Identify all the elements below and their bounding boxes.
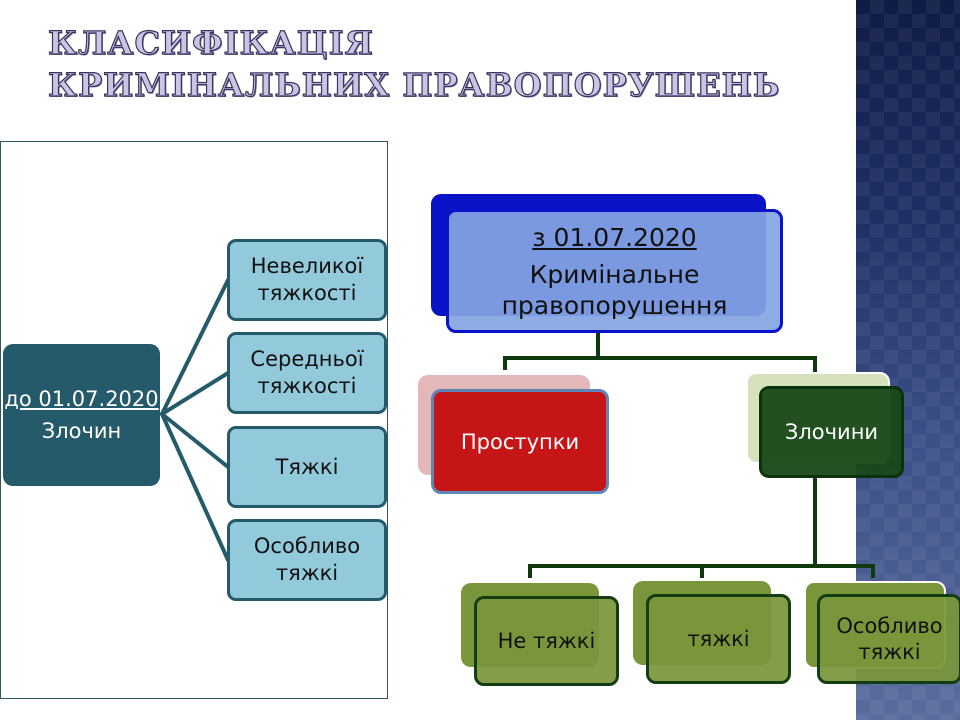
old-child-node: Особливо тяжкі [227, 519, 387, 601]
misdemeanor-label: Проступки [460, 429, 580, 454]
old-root-node: до 01.07.2020 Злочин [3, 344, 160, 486]
connector-crimes-children [528, 564, 875, 578]
crime-grade-node: Особливо тяжкі [817, 594, 960, 684]
old-child-node: Середньої тяжкості [227, 332, 387, 414]
new-root-category: Кримінальне правопорушення [501, 259, 728, 320]
slide-title-line-1: КЛАСИФІКАЦІЯ [47, 23, 374, 62]
crime-grade-node: Не тяжкі [474, 596, 619, 686]
old-root-date: до 01.07.2020 [4, 387, 159, 411]
new-root-node: з 01.07.2020 Кримінальне правопорушення [446, 209, 783, 333]
connector-new-branches [503, 356, 817, 372]
old-child-label: Середньої тяжкості [250, 347, 364, 398]
old-child-node: Тяжкі [227, 426, 387, 508]
crimes-node: Злочини [759, 386, 904, 478]
old-child-label: Невеликої тяжкості [250, 254, 364, 305]
crime-grade-label: Не тяжкі [497, 629, 596, 653]
new-root-date: з 01.07.2020 [532, 222, 697, 252]
slide-title-line-2: КРИМІНАЛЬНИХ ПРАВОПОРУШЕНЬ [47, 65, 781, 104]
slide-title: КЛАСИФІКАЦІЯ КРИМІНАЛЬНИХ ПРАВОПОРУШЕНЬ [47, 22, 781, 106]
old-child-label: Тяжкі [275, 454, 339, 479]
crime-grade-node: тяжкі [646, 594, 791, 684]
old-child-label: Особливо тяжкі [253, 534, 361, 585]
crimes-label: Злочини [784, 420, 879, 444]
misdemeanor-node: Проступки [431, 389, 609, 494]
old-root-category: Злочин [41, 419, 122, 443]
crime-grade-label: тяжкі [687, 627, 750, 651]
old-classification-panel [0, 141, 388, 699]
crime-grade-label: Особливо тяжкі [836, 614, 943, 664]
old-child-node: Невеликої тяжкості [227, 239, 387, 321]
